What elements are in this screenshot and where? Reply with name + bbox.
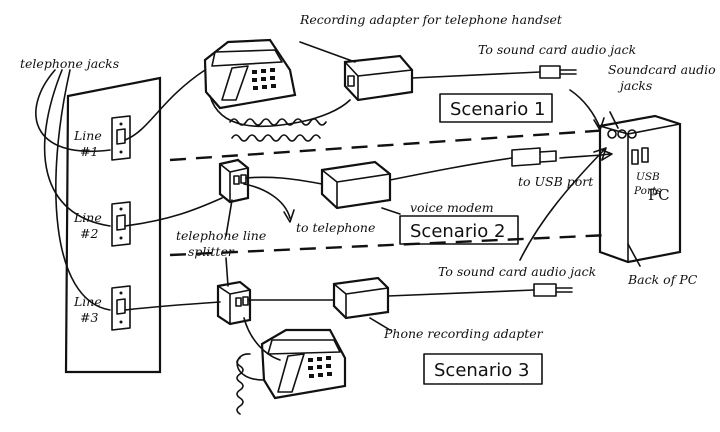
jack-line1: [111, 115, 131, 161]
pointer-phone-recording-adapter: [369, 317, 391, 331]
pointer-jack1: [35, 69, 111, 153]
telephone-1: [203, 38, 297, 110]
label-voice-modem: voice modem: [410, 200, 494, 215]
separator-1: [169, 128, 611, 162]
scenario1-label: Scenario 1: [450, 99, 545, 120]
label-back-of-pc: Back of PC: [627, 272, 698, 287]
cable-adapter3-sound: [387, 289, 535, 297]
label-to-telephone: to telephone: [296, 220, 375, 235]
arrow-head-2: [593, 147, 607, 161]
audio-jack-b: [617, 129, 627, 139]
label-to-usb-port: to USB port: [518, 174, 594, 189]
telephone-3: [260, 328, 347, 400]
coil-spiral-1: [229, 118, 327, 126]
arrow-sound-1: [569, 89, 601, 129]
scenario3-label: Scenario 3: [434, 360, 529, 381]
pointer-splitter-3: [225, 257, 229, 287]
cable-jack2-splitter: [124, 197, 223, 227]
label-to-sound-card-2: To sound card audio jack: [438, 264, 596, 279]
pointer-soundcard: [609, 111, 619, 129]
cable-adapter1-sound: [411, 71, 541, 79]
label-recording-adapter: Recording adapter for telephone handset: [299, 12, 563, 27]
scenario1-box: [439, 93, 553, 123]
label-to-sound-card-1: To sound card audio jack: [478, 42, 636, 57]
label-phone-recording-adapter: Phone recording adapter: [383, 326, 544, 341]
pointer-jack2: [43, 69, 111, 227]
scenario2-box: [399, 215, 519, 245]
label-telephone-jacks: telephone jacks: [20, 56, 119, 71]
usb-plug: [511, 147, 557, 167]
voice-modem: [320, 160, 392, 210]
wall-plate: [64, 76, 162, 374]
audio-plug-3: [533, 283, 573, 297]
recording-adapter-box: [343, 54, 414, 102]
label-line2: Line#2: [73, 210, 102, 241]
phone-recording-adapter: [332, 276, 390, 320]
coiled-cord-1: [209, 95, 351, 128]
jack-line2: [111, 201, 131, 247]
coil-spiral-3: [236, 357, 244, 415]
pc-tower: [598, 114, 682, 264]
coiled-cord-3: [236, 353, 265, 381]
pointer-recording-adapter: [299, 41, 356, 63]
arrow-usb: [559, 153, 611, 159]
pointer-back-of-pc: [627, 243, 641, 267]
jack-line3: [111, 285, 131, 331]
usb-port-a: [631, 149, 639, 165]
cable-jack3-splitter: [124, 301, 221, 311]
pointer-splitter-2: [225, 199, 233, 237]
separator-2: [169, 233, 611, 257]
cable-to-telephone: [243, 183, 291, 219]
arrow-sound-2: [519, 149, 605, 261]
label-line1: Line#1: [73, 128, 102, 159]
splitter-3: [216, 280, 252, 326]
splitter-2: [218, 158, 250, 204]
usb-port-b: [641, 147, 649, 163]
label-line3: Line#3: [73, 294, 102, 325]
scenario3-box: [423, 353, 543, 385]
label-pc: PC: [648, 186, 670, 204]
cable-splitter-phone3: [243, 317, 281, 361]
pointer-voice-modem: [381, 207, 401, 215]
audio-jack-c: [627, 129, 637, 139]
scenario2-label: Scenario 2: [410, 221, 505, 242]
audio-jack-a: [607, 129, 617, 139]
cable-jack1-phone: [124, 69, 206, 141]
cable-modem-usb: [389, 157, 513, 181]
arrow-to-telephone: [283, 209, 295, 223]
audio-plug-1: [539, 65, 577, 79]
coil-spiral-1b: [231, 134, 321, 142]
cable-splitter-modem: [245, 176, 323, 185]
pointer-jack3: [55, 69, 111, 311]
